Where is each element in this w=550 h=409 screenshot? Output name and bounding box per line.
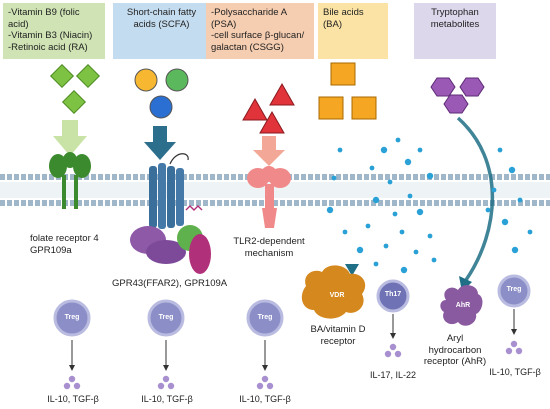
bile-acid-molecules	[318, 62, 377, 120]
vitamin-box: -Vitamin B9 (folic acid) -Vitamin B3 (Ni…	[3, 3, 105, 59]
treg-cytokines: IL-10, TGF-β	[239, 394, 291, 404]
metabolite-dot	[431, 257, 437, 263]
metabolite-dot	[400, 266, 408, 274]
treg-cell	[53, 299, 91, 337]
ahr-label: AhR	[455, 302, 471, 309]
metabolite-dot	[491, 187, 497, 193]
cytokine-dot	[68, 375, 76, 383]
ahr-receptor-icon	[440, 285, 483, 326]
metabolite-dot	[373, 261, 379, 267]
metabolite-dot	[508, 166, 516, 174]
cytokine-dot	[389, 343, 397, 351]
metabolite-dot	[527, 229, 533, 235]
metabolite-dot	[399, 229, 405, 235]
metabolite-dot	[426, 172, 434, 180]
metabolite-dot	[395, 137, 401, 143]
metabolite-dot	[326, 206, 334, 214]
metabolite-dot	[417, 147, 423, 153]
cytokine-dot	[394, 350, 402, 358]
folate-receptor-icon	[49, 152, 91, 209]
metabolite-dot	[356, 246, 364, 254]
metabolite-dot	[485, 207, 491, 213]
gpr43-receptor-icon	[130, 153, 211, 274]
tryptophan-box: Tryptophan metabolites	[414, 3, 496, 59]
cytokine-dot	[256, 382, 264, 390]
bile-acid-arrow	[345, 130, 359, 276]
metabolite-dot	[387, 179, 393, 185]
treg-label: Treg	[506, 286, 522, 293]
scfa-arrow	[144, 126, 176, 160]
metabolite-dots	[326, 137, 533, 274]
cytokine-dot	[515, 347, 523, 355]
treg-label: Treg	[257, 314, 273, 321]
vdr-caption: BA/vitamin D receptor	[310, 324, 366, 347]
tlr2-receptor-icon	[247, 166, 291, 228]
cytokine-dot	[510, 340, 518, 348]
immune-cells	[53, 274, 531, 390]
scfa-box: Short-chain fatty acids (SCFA)	[113, 3, 210, 59]
metabolite-dot	[365, 223, 371, 229]
folate-receptor-label: folate receptor 4 GPR109a	[30, 233, 99, 256]
metabolite-dot	[407, 193, 413, 199]
metabolite-dot	[372, 196, 380, 204]
psa-arrow	[253, 136, 285, 166]
tryptophan-molecules	[430, 77, 485, 114]
cytokine-dot	[167, 382, 175, 390]
treg-cell	[147, 299, 185, 337]
cytokine-dot	[162, 375, 170, 383]
cytokine-dot	[73, 382, 81, 390]
bile-acid-box: Bile acids (BA)	[318, 3, 388, 59]
vitamin-arrow	[53, 120, 87, 156]
metabolite-dot	[337, 147, 343, 153]
metabolite-dot	[497, 147, 503, 153]
metabolite-dot	[511, 246, 519, 254]
scfa-molecules	[134, 68, 189, 119]
polysaccharide-box: -Polysaccharide A (PSA) -cell surface β-…	[206, 3, 314, 59]
ahr-caption: Aryl hydrocarbon receptor (AhR)	[423, 333, 487, 367]
th17-cell	[376, 279, 410, 313]
psa-molecules	[242, 82, 295, 134]
cytokine-dot	[384, 350, 392, 358]
metabolite-dot	[331, 175, 337, 181]
cytokine-dot	[266, 382, 274, 390]
th17-cytokines: IL-17, IL-22	[369, 370, 417, 380]
treg-cytokines: IL-10, TGF-β	[47, 394, 99, 404]
metabolite-dot	[383, 243, 389, 249]
metabolite-dot	[392, 211, 398, 217]
metabolite-dot	[369, 165, 375, 171]
treg-cell	[246, 299, 284, 337]
treg-cytokines: IL-10, TGF-β	[489, 367, 541, 377]
metabolite-dot	[517, 197, 523, 203]
vitamin-molecules	[49, 63, 101, 115]
metabolite-dot	[427, 233, 433, 239]
treg-label: Treg	[64, 314, 80, 321]
treg-cytokines: IL-10, TGF-β	[141, 394, 193, 404]
treg-label: Treg	[158, 314, 174, 321]
cytokine-dot	[157, 382, 165, 390]
cytokine-dot	[63, 382, 71, 390]
vdr-label: VDR	[329, 292, 345, 299]
metabolite-dot	[416, 208, 424, 216]
metabolite-dot	[501, 218, 509, 226]
metabolite-dot	[380, 146, 388, 154]
vdr-receptor-icon	[301, 265, 366, 319]
gpr43-label: GPR43(FFAR2), GPR109A	[112, 278, 228, 289]
metabolite-dot	[404, 158, 412, 166]
cytokine-dot	[261, 375, 269, 383]
metabolite-dot	[342, 229, 348, 235]
treg-cell	[497, 274, 531, 308]
cytokine-dot	[505, 347, 513, 355]
tlr2-label: TLR2-dependent mechanism	[233, 236, 305, 259]
th17-label: Th17	[384, 291, 402, 298]
metabolite-dot	[413, 249, 419, 255]
